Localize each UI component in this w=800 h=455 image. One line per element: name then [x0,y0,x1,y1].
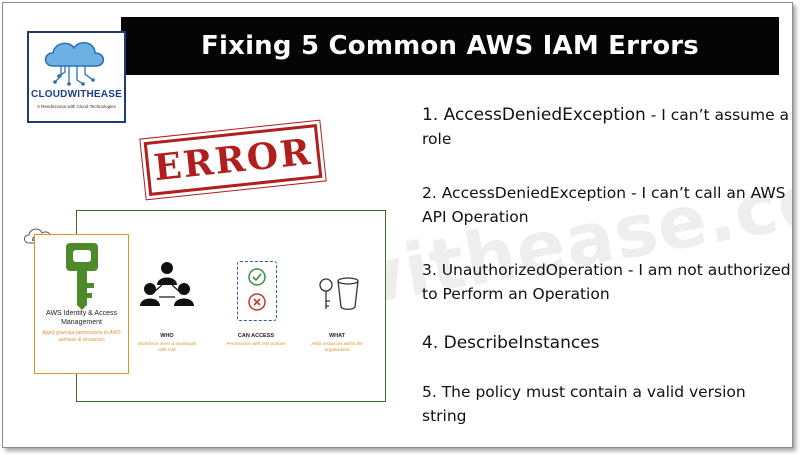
list-item: 2. AccessDeniedException - I can’t call … [422,181,792,229]
list-item: 3. UnauthorizedOperation - I am not auth… [422,258,792,306]
people-icon [140,262,194,306]
error-3-detail: - I am not authorized to Perform an Oper… [422,261,791,303]
error-2-detail: - I can’t call an AWS API Operation [422,184,786,226]
error-1-name: 1. AccessDeniedException [422,105,646,125]
who-subtitle: Workforce users & workloads with IAM [137,341,197,352]
check-cross-icon [237,261,277,321]
iam-title: AWS Identity & Access Management [46,310,117,326]
error-2-name: 2. AccessDeniedException [422,184,627,202]
logo-tagline: A Rendezvous with Cloud Technologies [37,104,116,109]
iam-key-icon [66,243,98,310]
key-bucket-icon [319,277,359,310]
error-3-name: 3. UnauthorizedOperation [422,261,623,279]
can-access-subtitle: Permissions with IAM policies [226,341,286,346]
cloud-circuit-icon [44,41,105,86]
page-title: Fixing 5 Common AWS IAM Errors [121,17,779,75]
error-5-name: 5. The policy must contain a valid versi… [422,383,746,425]
logo: CLOUDWITHEASE A Rendezvous with Cloud Te… [27,31,126,123]
iam-subtitle: Apply granular permissions to AWS servic… [42,330,121,343]
what-label: WHAT [328,333,346,339]
can-access-label: CAN ACCESS [237,333,275,339]
error-stamp: ERROR [139,118,327,202]
slide-frame: cloudwithease.com Fixing 5 Common AWS IA… [2,2,793,448]
list-item: 4. DescribeInstances [422,331,792,355]
list-item: 5. The policy must contain a valid versi… [422,380,792,428]
logo-name: CLOUDWITHEASE [31,89,122,100]
error-4-name: 4. DescribeInstances [422,333,600,353]
list-item: 1. AccessDeniedException - I can’t assum… [422,103,792,151]
iam-card: AWS Identity & Access Management Apply g… [34,234,129,374]
error-1-detail: - I can’t assume a role [422,106,790,148]
who-label: WHO [160,333,174,339]
what-subtitle: AWS resources within the organization [311,341,363,352]
